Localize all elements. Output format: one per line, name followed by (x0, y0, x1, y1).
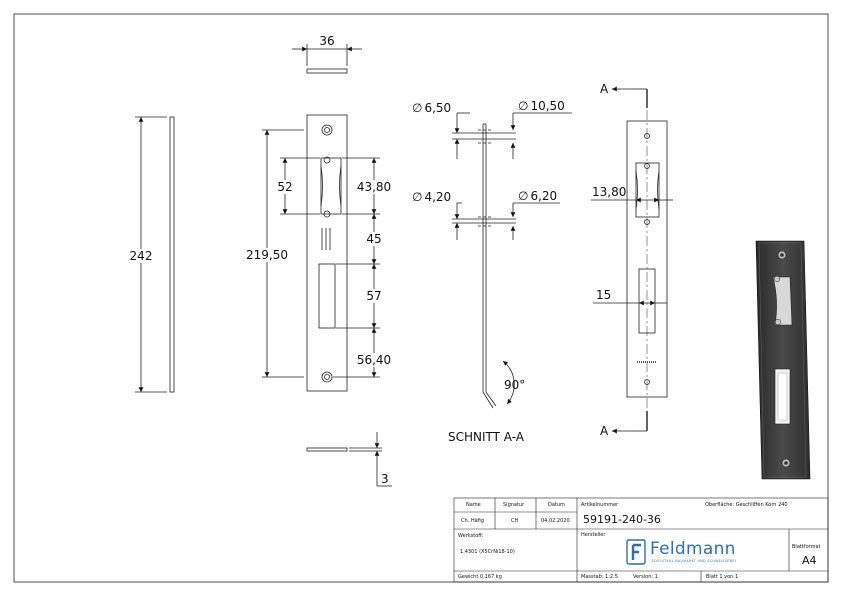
blattformat-label: Blattformat (792, 544, 821, 550)
werkstoff-label: Werkstoff: (458, 533, 484, 539)
gewicht: Gewicht 0,167 kg (458, 574, 502, 580)
row-datum: 04.02.2020 (541, 518, 570, 524)
section-view (452, 112, 572, 409)
version: Version: 1 (633, 574, 658, 580)
dim-bottom-offset: 56,40 (357, 353, 391, 367)
section-marker-top: A (600, 82, 609, 96)
dim-front-width-top: 13,80 (592, 185, 626, 199)
section-marker-bottom: A (600, 424, 609, 438)
bottom-view (306, 432, 392, 487)
dim-side-height: 242 (130, 249, 153, 263)
dim-bolt-slot: 57 (366, 289, 381, 303)
title-block-grid (453, 497, 829, 583)
dim-slot-height: 52 (277, 180, 292, 194)
brand-name: Feldmann (650, 539, 736, 559)
dim-dia-b: ∅10,50 (518, 99, 565, 113)
dim-dia-d: ∅6,20 (518, 189, 557, 203)
massstab: Masstab: 1:2.5 (581, 574, 618, 580)
oberflaeche: Oberfläche: Geschliffen Korn 240 (705, 502, 788, 508)
dim-width-top: 36 (319, 34, 334, 48)
artikel-number: 59191-240-36 (583, 513, 661, 526)
hersteller-label: Hersteller (581, 532, 606, 538)
dim-front-width-bottom: 15 (596, 288, 611, 302)
header-name: Name (466, 502, 481, 508)
section-label: SCHNITT A-A (448, 430, 525, 444)
dim-gap: 45 (366, 232, 381, 246)
dim-hole-spacing: 219,50 (246, 248, 288, 262)
feldmann-f-icon (626, 539, 646, 565)
dim-dia-a: ∅6,50 (412, 101, 451, 115)
row-name: Ch. Häfig (461, 518, 484, 524)
drawing-border (13, 13, 829, 583)
row-signatur: CH (511, 518, 519, 524)
brand-logo: Feldmann EDELSTAHL BAUMARKT UND SCHWEISS… (626, 539, 736, 565)
header-datum: Datum (548, 502, 565, 508)
header-signatur: Signatur (503, 502, 525, 508)
front-view (591, 86, 673, 434)
product-render (755, 240, 811, 480)
blatt: Blatt 1 von 1 (706, 574, 739, 580)
dim-thickness: 3 (381, 472, 389, 486)
dim-angle: 90° (504, 378, 525, 392)
dim-dia-c: ∅4,20 (412, 190, 451, 204)
blattformat-value: A4 (802, 554, 817, 567)
top-view (292, 44, 362, 74)
brand-subtitle: EDELSTAHL BAUMARKT UND SCHWEISSEREI (652, 559, 737, 563)
dim-slot-offset: 43,80 (357, 180, 391, 194)
werkstoff-value: 1.4301 (X5CrNi18-10) (460, 549, 515, 555)
artikel-label: Artikelnummer (581, 502, 619, 508)
